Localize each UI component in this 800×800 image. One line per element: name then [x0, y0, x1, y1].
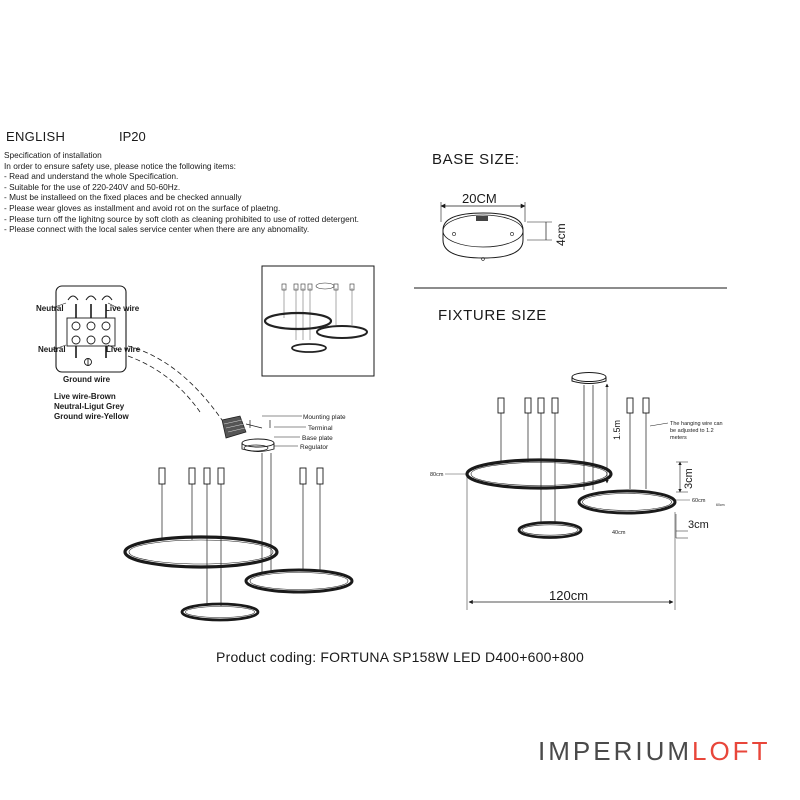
- brand-part-1: IMPERIUM: [538, 736, 692, 766]
- base-height-label: 4cm: [554, 223, 568, 246]
- specification-title: Specification of installation: [4, 150, 102, 160]
- specification-block: Specification of installation In order t…: [4, 150, 424, 235]
- brand-part-2: LOFT: [692, 736, 771, 766]
- hanging-wire-note: The hanging wire can: [670, 421, 723, 427]
- language-label: ENGLISH: [6, 129, 66, 144]
- lower-gap-label: 3cm: [688, 519, 709, 531]
- hanging-wire-note: meters: [670, 435, 687, 441]
- specification-line: - Suitable for the use of 220-240V and 5…: [4, 181, 181, 192]
- specification-line: - Must be installeed on the fixed places…: [4, 192, 242, 203]
- specification-line: - Please wear gloves as installment and …: [4, 202, 281, 213]
- live-top-label: Live wire: [105, 304, 140, 313]
- ip-rating-label: IP20: [119, 129, 146, 144]
- assembly-drawing: Mounting plate Terminal Base plate Regul…: [123, 414, 354, 622]
- specification-line: In order to ensure safety use, please no…: [4, 160, 236, 171]
- ring-large-label: 80cm: [430, 472, 444, 478]
- neutral-top-label: Neutral: [36, 304, 64, 313]
- wire-legend-line: Neutral-Ligut Grey: [54, 402, 125, 411]
- specification-line: - Read and understand the whole Specific…: [4, 171, 179, 182]
- terminal-block-diagram: Neutral Live wire Neutral Live wire Grou…: [36, 285, 223, 421]
- brand-watermark: IMPERIUMLOFT: [538, 736, 770, 767]
- regulator-label: Regulator: [300, 444, 329, 451]
- ring-mid-sub-label: 60cm: [716, 503, 725, 507]
- fixture-dimension-drawing: 1.5m The hanging wire can be adjusted to…: [430, 372, 725, 610]
- neutral-bottom-label: Neutral: [38, 345, 66, 354]
- base-size-title: BASE SIZE:: [432, 151, 520, 168]
- ring-small-label: 40cm: [612, 530, 626, 536]
- wire-length-label: 1.5m: [612, 420, 622, 440]
- wire-legend-line: Live wire-Brown: [54, 392, 116, 401]
- base-plate-dimension-drawing: 20CM 4cm: [440, 191, 568, 261]
- upper-gap-label: 3cm: [683, 468, 695, 489]
- wire-legend-line: Ground wire-Yellow: [54, 412, 129, 421]
- fixture-size-title: FIXTURE SIZE: [438, 307, 547, 324]
- total-width-label: 120cm: [549, 588, 588, 603]
- live-bottom-label: Live wire: [106, 345, 141, 354]
- mounting-plate-label: Mounting plate: [303, 414, 346, 421]
- base-width-label: 20CM: [462, 191, 497, 206]
- terminal-label: Terminal: [308, 425, 333, 432]
- specification-line: - Please connect with the local sales se…: [4, 224, 310, 235]
- product-thumbnail: [261, 265, 375, 377]
- specification-line: - Please turn off the lighitng source by…: [4, 213, 359, 224]
- ring-mid-label: 60cm: [692, 498, 706, 504]
- hanging-wire-note: be adjusted to 1.2: [670, 428, 714, 434]
- base-plate-label: Base plate: [302, 435, 333, 442]
- ground-wire-label: Ground wire: [63, 375, 111, 384]
- product-coding: Product coding: FORTUNA SP158W LED D400+…: [216, 649, 584, 665]
